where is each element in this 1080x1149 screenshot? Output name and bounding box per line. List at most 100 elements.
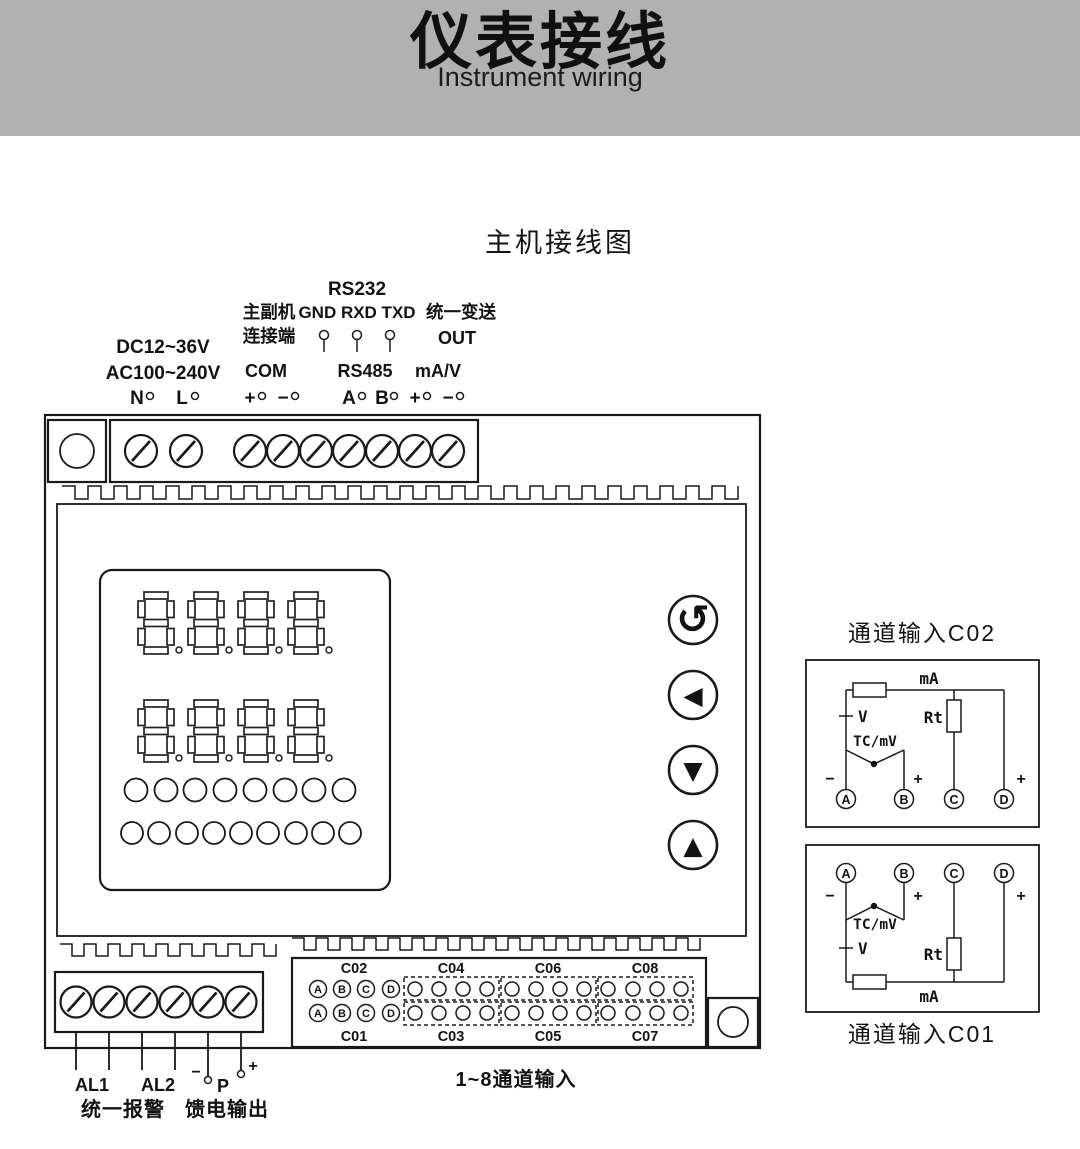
channel-c01-frame — [805, 844, 1040, 1013]
decimal-point — [275, 754, 283, 762]
ma-label: mA — [919, 669, 939, 688]
pin-letter: B — [338, 984, 346, 996]
rs232-pin-leads — [323, 340, 391, 352]
display-panel-frame — [98, 568, 392, 892]
left-button[interactable]: ◀ — [667, 669, 719, 721]
channel-label: C05 — [535, 1029, 562, 1045]
indicator-lamp — [256, 821, 280, 845]
top-terminal-labels: RS232 主副机 GND RXD TXD 统一变送 连接端 OUT DC12~… — [106, 279, 497, 409]
screw-terminal-p-minus — [191, 985, 225, 1019]
seven-segment-digit — [187, 591, 225, 655]
seven-segment-digit — [287, 591, 325, 655]
pin-letter: D — [387, 1008, 395, 1020]
pin — [528, 981, 544, 997]
terminal-label-com-minus: − — [277, 388, 288, 409]
wire-stub — [357, 391, 367, 401]
alarm-label: 统一报警 — [81, 1097, 165, 1121]
indicator-lamp — [123, 777, 149, 803]
shunt-resistor — [852, 974, 887, 990]
up-arrow-icon: ▲ — [683, 831, 703, 860]
pin — [576, 981, 592, 997]
feed-output-label: 馈电输出 — [185, 1097, 269, 1121]
pin — [600, 981, 616, 997]
wire-stub — [203, 1075, 213, 1085]
terminal-letter: B — [899, 867, 908, 881]
page-title: 仪表接线 — [409, 8, 670, 77]
screw-terminal-al2 — [158, 985, 192, 1019]
rs232-rxd-pin — [351, 329, 363, 341]
diagram-title: 主机接线图 — [485, 228, 635, 258]
pin — [528, 1005, 544, 1021]
pin-letter: D — [387, 984, 395, 996]
link-label-line1: 主副机 — [243, 302, 296, 322]
down-button[interactable]: ▼ — [667, 744, 719, 796]
link-label-line2: 连接端 — [243, 326, 296, 346]
indicator-lamp — [153, 777, 179, 803]
panel-buttons: ↺ ◀ ▼ ▲ — [667, 594, 719, 871]
indicator-lamp — [284, 821, 308, 845]
down-arrow-icon: ▼ — [683, 756, 703, 785]
mounting-hole-top-left — [59, 433, 95, 469]
decimal-point — [275, 646, 283, 654]
plus-sign: + — [913, 888, 922, 905]
pin — [407, 1005, 423, 1021]
terminal-letter: D — [999, 867, 1008, 881]
junction-dot — [870, 760, 878, 768]
rs232-txd-pin — [384, 329, 396, 341]
page-subtitle: Instrument wiring — [437, 62, 643, 92]
channel-label: C07 — [632, 1029, 659, 1045]
rs485-label: RS485 — [337, 361, 392, 381]
pin-letter: C — [362, 984, 370, 996]
screw-terminal — [331, 433, 367, 469]
tc-mv-label: TC/mV — [853, 917, 897, 933]
seven-segment-digit — [237, 699, 275, 763]
terminal-d — [993, 788, 1015, 810]
indicator-lamp — [272, 777, 298, 803]
indicator-lamp — [338, 821, 362, 845]
junction-dot — [870, 902, 878, 910]
decimal-point — [175, 646, 183, 654]
display-panel — [98, 568, 392, 892]
channel-box-c01: A B C D − + + TC/mV V Rt mA 通道输入C01 — [805, 844, 1040, 1047]
pin-letter: A — [314, 984, 322, 996]
screw-terminal-p-plus — [224, 985, 258, 1019]
pin — [625, 981, 641, 997]
terminal-letter: C — [949, 867, 958, 881]
screw-terminal — [430, 433, 466, 469]
ac-power-label: AC100~240V — [106, 363, 221, 384]
shunt-resistor — [852, 682, 887, 698]
pin — [576, 1005, 592, 1021]
indicator-lamp — [147, 821, 171, 845]
channel-label: C02 — [341, 961, 368, 977]
indicator-lamp — [301, 777, 327, 803]
screw-terminal — [265, 433, 301, 469]
al2-label: AL2 — [141, 1075, 175, 1095]
rs232-label: RS232 — [328, 279, 386, 300]
cycle-button[interactable]: ↺ — [667, 594, 719, 646]
wire-stub — [236, 1069, 246, 1079]
indicator-lamp — [182, 777, 208, 803]
screw-terminal — [364, 433, 400, 469]
front-panel-outline — [56, 503, 747, 937]
screw-terminal-l — [168, 433, 204, 469]
wire-stub — [190, 391, 200, 401]
decimal-point — [325, 646, 333, 654]
indicator-lamp — [242, 777, 268, 803]
channel-label: C06 — [535, 961, 562, 977]
screw-terminal — [232, 433, 268, 469]
mounting-hole-bottom-right — [717, 1006, 749, 1038]
pin — [552, 981, 568, 997]
channel-pin-group — [597, 1001, 694, 1026]
rs232-gnd-pin — [318, 329, 330, 341]
terminal-letter: B — [899, 793, 908, 807]
seven-segment-digit — [137, 699, 175, 763]
seven-segment-digit — [187, 699, 225, 763]
wire-stub — [257, 391, 267, 401]
terminal-c — [943, 788, 965, 810]
p-label: P — [217, 1076, 229, 1096]
pin — [625, 1005, 641, 1021]
wire-stub — [455, 391, 465, 401]
terminal-letter: A — [841, 793, 850, 807]
up-button[interactable]: ▲ — [667, 819, 719, 871]
